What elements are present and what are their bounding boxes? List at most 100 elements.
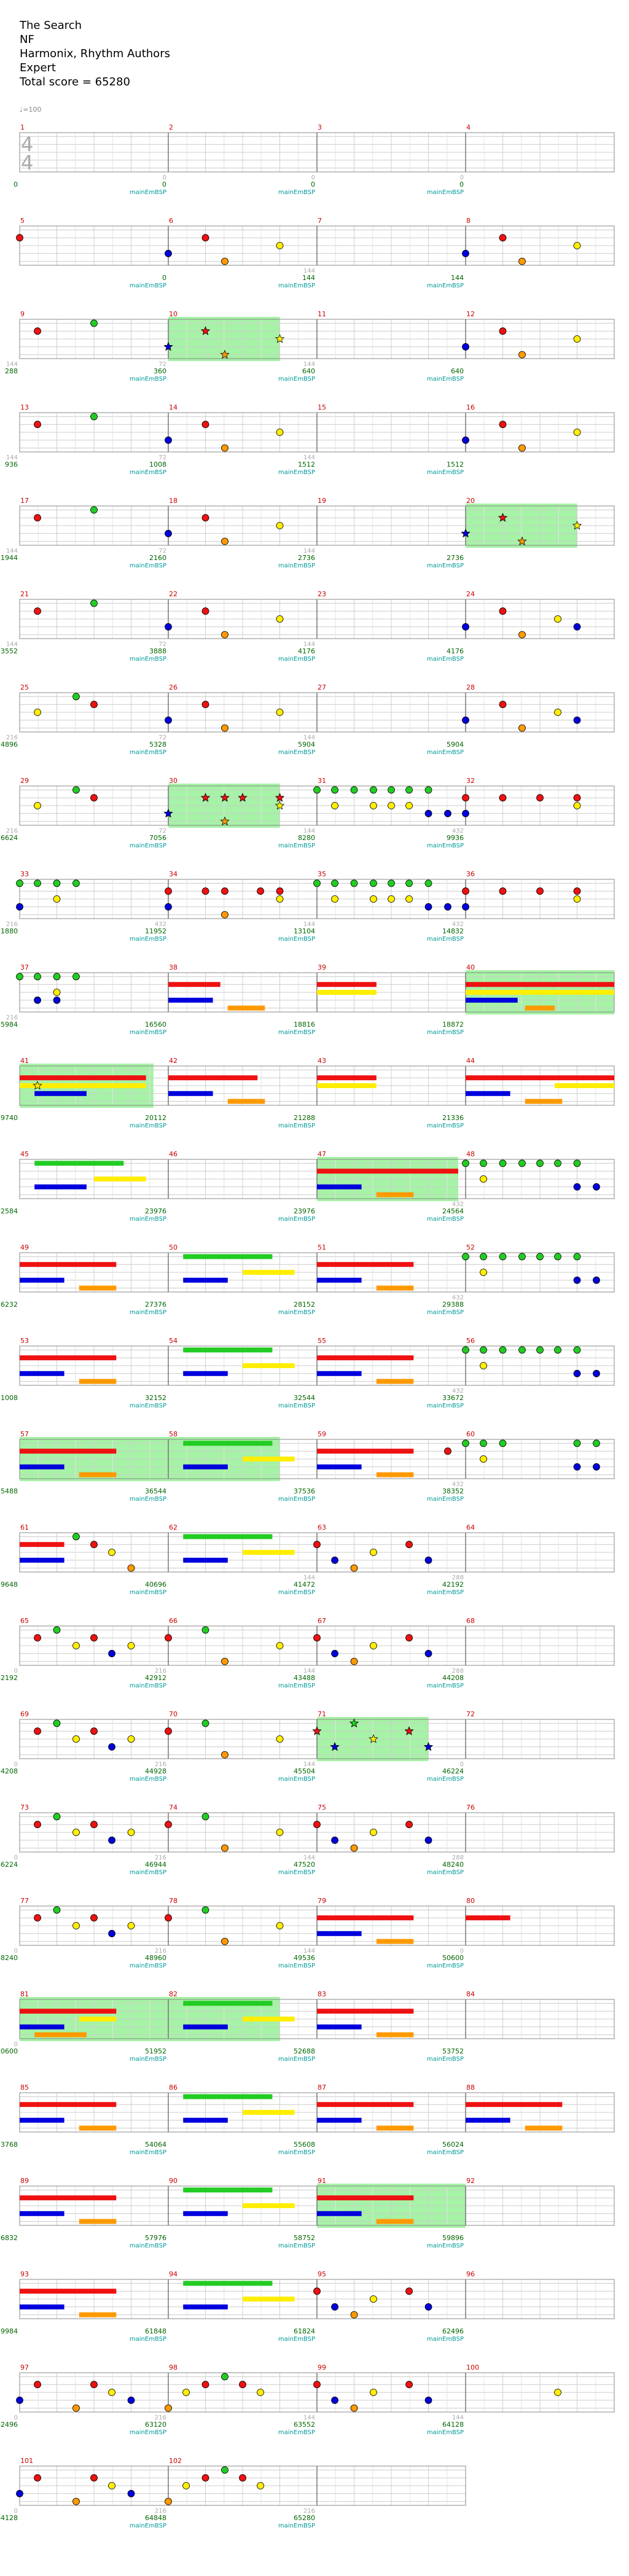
measure-number: 95 <box>318 2270 326 2278</box>
star-note-yellow <box>275 800 285 810</box>
note-green <box>536 1253 544 1261</box>
measure-number: 44 <box>466 1057 475 1065</box>
measure-number: 34 <box>169 870 178 878</box>
measure-running-score: 45504 <box>294 1767 315 1775</box>
note-yellow <box>480 1455 487 1463</box>
note-blue <box>331 2396 338 2404</box>
section-label: mainEmBSP <box>278 1589 315 1596</box>
note-green <box>72 1533 80 1541</box>
measure-number: 65 <box>20 1617 29 1625</box>
section-label: mainEmBSP <box>130 2336 166 2343</box>
sustain-orange <box>34 2032 87 2037</box>
sustain-orange <box>227 1099 265 1104</box>
sustain-red <box>20 2195 117 2201</box>
section-label: mainEmBSP <box>130 1496 166 1503</box>
note-orange <box>350 1564 358 1572</box>
measure-running-score: 35488 <box>0 1487 18 1495</box>
measure-number: 43 <box>318 1057 326 1065</box>
note-red <box>201 887 209 895</box>
measure-note-score: 216 <box>6 734 18 741</box>
note-blue <box>108 1929 115 1937</box>
section-label: mainEmBSP <box>130 1589 166 1596</box>
measure-number: 76 <box>466 1804 475 1811</box>
section-label: mainEmBSP <box>130 1029 166 1036</box>
measure-number: 91 <box>318 2177 326 2185</box>
star-note-blue <box>330 1741 340 1751</box>
note-yellow <box>370 2295 377 2303</box>
note-blue <box>462 716 469 724</box>
measure-note-score: 216 <box>155 2415 166 2421</box>
measure-note-score: 216 <box>155 1854 166 1861</box>
measure-running-score: 3552 <box>1 647 18 655</box>
note-orange <box>350 2404 358 2412</box>
measure-running-score: 44928 <box>145 1767 166 1775</box>
note-yellow <box>72 1922 80 1929</box>
section-label: mainEmBSP <box>427 1403 464 1409</box>
measure-number: 102 <box>169 2457 182 2465</box>
measure-running-score: 0 <box>14 181 18 189</box>
measure-number: 84 <box>466 1990 475 1998</box>
section-label: mainEmBSP <box>130 562 166 569</box>
measure-note-score: 0 <box>460 174 464 181</box>
note-orange <box>221 1751 229 1759</box>
note-red <box>405 2381 413 2389</box>
measure-running-score: 63120 <box>145 2421 166 2429</box>
measure-number: 8 <box>466 217 471 225</box>
sustain-blue <box>317 2211 362 2216</box>
star-note-red <box>404 1726 414 1735</box>
note-red <box>444 1447 451 1455</box>
measure-running-score: 36544 <box>145 1487 166 1495</box>
section-label: mainEmBSP <box>427 1123 464 1129</box>
measure-note-score: 144 <box>303 2415 315 2421</box>
note-blue <box>165 623 172 631</box>
section-label: mainEmBSP <box>130 1776 166 1783</box>
measure-number: 75 <box>318 1804 326 1811</box>
measure-running-score: 13104 <box>294 927 315 935</box>
note-red <box>34 2381 41 2389</box>
sustain-red <box>20 1075 146 1081</box>
note-red <box>201 607 209 615</box>
section-label: mainEmBSP <box>427 2429 464 2436</box>
measure-note-score: 144 <box>6 548 18 555</box>
section-label: mainEmBSP <box>278 189 315 196</box>
note-yellow <box>370 802 377 809</box>
measure-note-score: 216 <box>155 1668 166 1675</box>
measure-number: 71 <box>318 1710 326 1718</box>
section-label: mainEmBSP <box>427 1683 464 1689</box>
measure-running-score: 65280 <box>294 2514 315 2522</box>
note-green <box>554 1253 561 1261</box>
note-blue <box>424 2396 432 2404</box>
measure-note-score: 216 <box>303 2508 315 2515</box>
note-green <box>405 879 413 887</box>
star-note-red <box>200 793 211 802</box>
note-red <box>90 1914 98 1922</box>
measure-running-score: 0 <box>311 181 315 189</box>
note-green <box>313 879 321 887</box>
note-orange <box>72 2404 80 2412</box>
note-orange <box>518 444 526 452</box>
note-orange <box>221 1844 229 1852</box>
measure-number: 11 <box>318 310 326 318</box>
note-blue <box>462 809 469 817</box>
sustain-red <box>317 2009 414 2014</box>
star-note-blue <box>423 1741 434 1751</box>
note-blue <box>331 1649 338 1657</box>
section-label: mainEmBSP <box>427 1963 464 1969</box>
tempo-marking: ♩=100 <box>20 106 42 114</box>
measure-running-score: 56024 <box>442 2141 464 2149</box>
measure-number: 42 <box>169 1057 178 1065</box>
measure-running-score: 58752 <box>294 2234 315 2242</box>
measure-running-score: 61824 <box>294 2327 315 2335</box>
note-green <box>462 1439 469 1447</box>
note-orange <box>221 724 229 732</box>
measure-number: 53 <box>20 1337 29 1345</box>
note-yellow <box>331 895 338 903</box>
note-yellow <box>276 709 284 716</box>
section-label: mainEmBSP <box>427 936 464 943</box>
sustain-blue <box>317 1277 362 1283</box>
sustain-blue <box>168 1091 213 1096</box>
measure-number: 79 <box>318 1897 326 1905</box>
measure-number: 74 <box>169 1804 178 1811</box>
section-label: mainEmBSP <box>427 2243 464 2249</box>
